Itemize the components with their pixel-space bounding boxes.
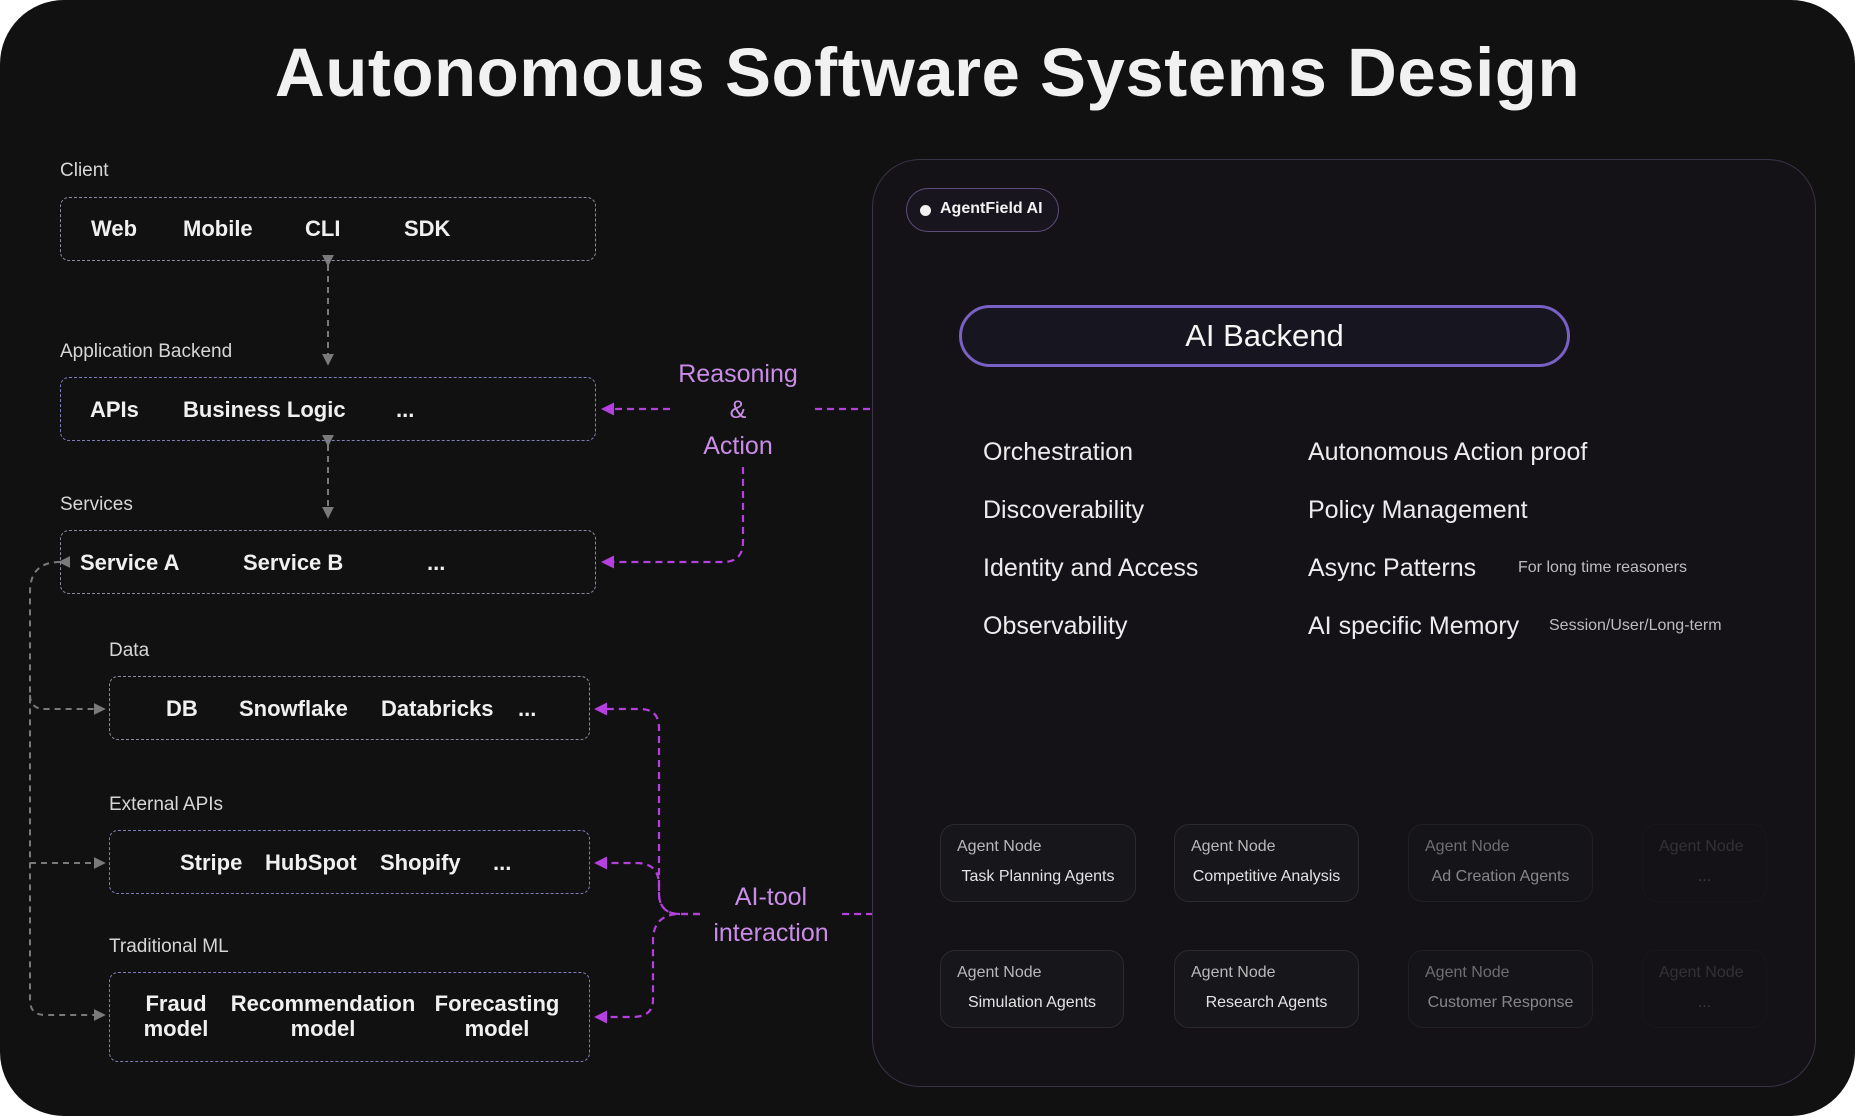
aitool-to-ml-arrow	[594, 912, 700, 1024]
reasoning-action-label: Reasoning & Action	[662, 356, 814, 464]
external-stripe: Stripe	[180, 850, 243, 875]
aitool-line-2: interaction	[713, 919, 829, 947]
agent-node-header: Agent Node	[1659, 838, 1744, 855]
services-fanout-line	[29, 555, 106, 1021]
aitool-to-data-arrow	[594, 702, 700, 916]
services-more: ...	[427, 550, 446, 575]
backend-business-logic: Business Logic	[183, 397, 346, 422]
data-snowflake: Snowflake	[239, 696, 348, 721]
agent-node-header: Agent Node	[1425, 964, 1510, 981]
agent-node-customer-response: Agent Node Customer Response	[1408, 950, 1593, 1028]
agentfield-badge: AgentField AI	[906, 188, 1059, 232]
aitool-to-external-arrow	[594, 856, 681, 916]
agent-node-more: Agent Node ...	[1642, 824, 1767, 902]
feature-observability: Observability	[983, 612, 1128, 640]
agent-node-value: Ad Creation Agents	[1431, 868, 1570, 885]
services-label: Services	[60, 494, 133, 515]
agent-node-value: ...	[1697, 994, 1712, 1011]
feature-discoverability: Discoverability	[983, 496, 1145, 524]
data-databricks: Databricks	[381, 696, 494, 721]
agent-node-value: Research Agents	[1205, 994, 1328, 1011]
app-backend-box	[60, 377, 596, 441]
aitool-line-1: AI-tool	[734, 883, 808, 911]
external-apis-label: External APIs	[109, 794, 224, 815]
agent-node-header: Agent Node	[957, 838, 1042, 855]
feature-ai-memory: AI specific Memory	[1308, 612, 1520, 640]
external-more: ...	[493, 850, 512, 875]
agent-node-header: Agent Node	[1191, 964, 1276, 981]
services-data-line	[29, 694, 106, 715]
service-b: Service B	[243, 550, 344, 575]
ml-fraud-model: Fraud model	[143, 991, 209, 1041]
status-dot-icon	[920, 205, 931, 216]
agent-node-ad-creation: Agent Node Ad Creation Agents	[1408, 824, 1593, 902]
service-a: Service A	[80, 550, 180, 575]
backend-apis: APIs	[90, 397, 139, 422]
feature-policy-management: Policy Management	[1308, 496, 1528, 524]
agent-node-value: Task Planning Agents	[961, 868, 1115, 885]
data-more: ...	[518, 696, 537, 721]
reasoning-line-2: &	[729, 396, 747, 424]
agent-node-competitive-analysis: Agent Node Competitive Analysis	[1174, 824, 1359, 902]
agent-node-header: Agent Node	[957, 964, 1042, 981]
agent-node-task-planning: Agent Node Task Planning Agents	[940, 824, 1136, 902]
external-shopify: Shopify	[380, 850, 461, 875]
agentfield-badge-label: AgentField AI	[940, 200, 1043, 217]
feature-autonomous-action-proof: Autonomous Action proof	[1308, 438, 1588, 466]
client-cli: CLI	[305, 216, 341, 241]
backend-more: ...	[396, 397, 415, 422]
traditional-ml-label: Traditional ML	[109, 936, 229, 957]
reasoning-line-1: Reasoning	[678, 360, 798, 388]
agent-node-header: Agent Node	[1191, 838, 1276, 855]
client-sdk: SDK	[404, 216, 451, 241]
data-db: DB	[166, 696, 198, 721]
app-backend-label: Application Backend	[60, 341, 233, 362]
feature-orchestration: Orchestration	[983, 438, 1134, 466]
agent-node-simulation: Agent Node Simulation Agents	[940, 950, 1124, 1028]
agent-node-research: Agent Node Research Agents	[1174, 950, 1359, 1028]
ai-backend-title: AI Backend	[959, 305, 1570, 367]
ml-recommendation-model: Recommendation model	[230, 991, 416, 1041]
agent-node-value: Customer Response	[1427, 994, 1574, 1011]
services-box	[60, 530, 596, 594]
async-patterns-note: For long time reasoners	[1518, 559, 1687, 576]
agent-node-value: ...	[1697, 868, 1712, 885]
agent-node-header: Agent Node	[1659, 964, 1744, 981]
ai-memory-note: Session/User/Long-term	[1549, 617, 1722, 634]
agent-node-header: Agent Node	[1425, 838, 1510, 855]
external-apis-box	[109, 830, 590, 894]
client-label: Client	[60, 160, 109, 181]
traditional-ml-box	[109, 972, 590, 1062]
reasoning-to-services-arrow	[601, 467, 745, 569]
ml-forecasting-model: Forecasting model	[434, 991, 560, 1041]
client-mobile: Mobile	[183, 216, 253, 241]
reasoning-line-3: Action	[703, 432, 773, 460]
feature-identity-access: Identity and Access	[983, 554, 1199, 582]
client-box	[60, 197, 596, 261]
data-box	[109, 676, 590, 740]
external-hubspot: HubSpot	[265, 850, 357, 875]
client-web: Web	[91, 216, 138, 241]
agent-node-value: Competitive Analysis	[1192, 868, 1341, 885]
agent-node-value: Simulation Agents	[967, 994, 1097, 1011]
ai-tool-interaction-label: AI-tool interaction	[693, 879, 849, 951]
data-label: Data	[109, 640, 150, 661]
page-title: Autonomous Software Systems Design	[274, 34, 1581, 111]
agent-node-more-2: Agent Node ...	[1642, 950, 1767, 1028]
feature-async-patterns: Async Patterns	[1308, 554, 1477, 582]
